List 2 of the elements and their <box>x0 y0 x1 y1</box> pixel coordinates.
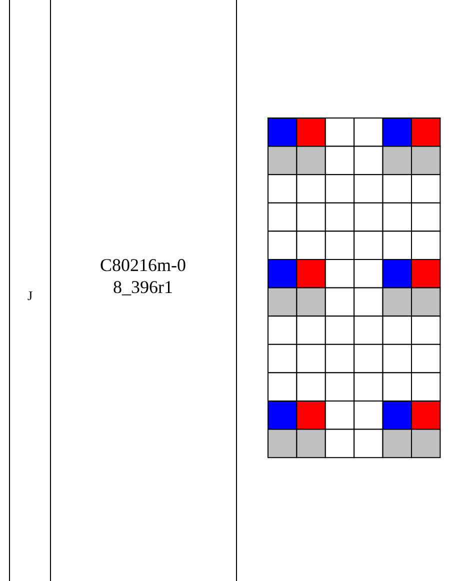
cell-text: C80216m-08_396r1 <box>100 255 186 298</box>
cell-text: J <box>26 288 34 304</box>
